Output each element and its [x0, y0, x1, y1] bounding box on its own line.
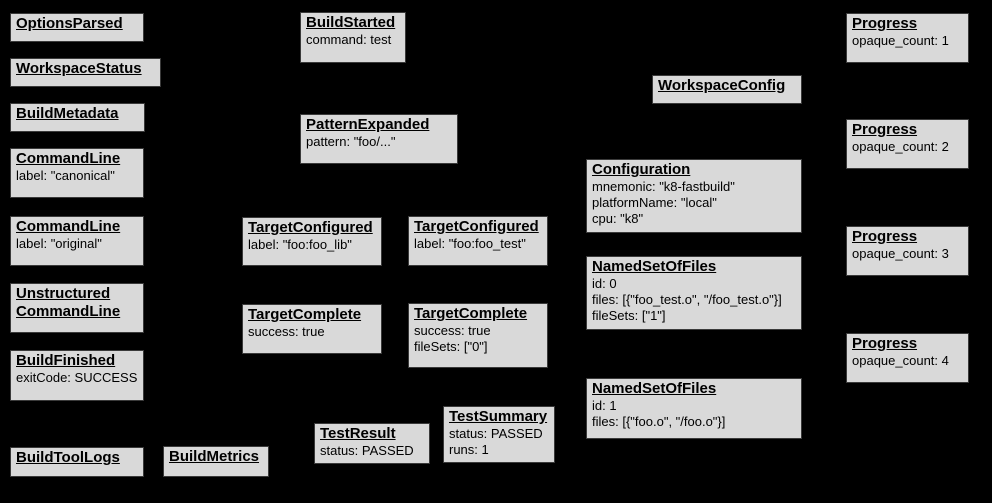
- event-title: Progress: [852, 335, 918, 352]
- event-title: TestResult: [320, 425, 396, 442]
- event-box-options-parsed: OptionsParsed: [10, 13, 144, 42]
- event-field: id: 1: [592, 398, 617, 413]
- event-title: NamedSetOfFiles: [592, 258, 717, 275]
- event-box-workspace-status: WorkspaceStatus: [10, 58, 161, 87]
- event-title: Progress: [852, 15, 918, 32]
- event-field: files: [{"foo_test.o", "/foo_test.o"}]: [592, 292, 782, 307]
- event-field: pattern: "foo/...": [306, 134, 396, 149]
- event-title: NamedSetOfFiles: [592, 380, 717, 397]
- event-field: platformName: "local": [592, 195, 717, 210]
- event-field: cpu: "k8": [592, 211, 644, 226]
- event-title: Progress: [852, 121, 918, 138]
- event-title: TargetComplete: [248, 306, 362, 323]
- event-title: CommandLine: [16, 303, 121, 320]
- event-field: status: PASSED: [449, 426, 543, 441]
- event-title: Progress: [852, 228, 918, 245]
- event-title: WorkspaceStatus: [16, 60, 142, 77]
- event-title: PatternExpanded: [306, 116, 430, 133]
- event-title: WorkspaceConfig: [658, 77, 786, 94]
- event-field: files: [{"foo.o", "/foo.o"}]: [592, 414, 726, 429]
- event-field: label: "canonical": [16, 168, 115, 183]
- event-box-build-metrics: BuildMetrics: [163, 446, 269, 477]
- event-title: BuildMetrics: [169, 448, 260, 465]
- event-title: BuildFinished: [16, 352, 116, 369]
- event-box-build-metadata: BuildMetadata: [10, 103, 145, 132]
- event-field: fileSets: ["0"]: [414, 339, 488, 354]
- event-box-build-tool-logs: BuildToolLogs: [10, 447, 144, 477]
- event-field: fileSets: ["1"]: [592, 308, 666, 323]
- event-title: TargetConfigured: [414, 218, 539, 235]
- event-title: Unstructured: [16, 285, 111, 302]
- event-title: Configuration: [592, 161, 691, 178]
- event-field: success: true: [414, 323, 491, 338]
- event-title: OptionsParsed: [16, 15, 123, 32]
- event-field: opaque_count: 2: [852, 139, 949, 154]
- event-title: BuildMetadata: [16, 105, 119, 122]
- event-title: TestSummary: [449, 408, 548, 425]
- event-title: BuildToolLogs: [16, 449, 120, 466]
- event-field: exitCode: SUCCESS: [16, 370, 138, 385]
- event-field: opaque_count: 4: [852, 353, 949, 368]
- event-field: label: "original": [16, 236, 102, 251]
- event-field: id: 0: [592, 276, 617, 291]
- event-title: CommandLine: [16, 150, 121, 167]
- event-field: mnemonic: "k8-fastbuild": [592, 179, 735, 194]
- event-field: runs: 1: [449, 442, 489, 457]
- event-title: CommandLine: [16, 218, 121, 235]
- event-field: opaque_count: 3: [852, 246, 949, 261]
- event-field: status: PASSED: [320, 443, 414, 458]
- event-field: success: true: [248, 324, 325, 339]
- event-field: label: "foo:foo_test": [414, 236, 526, 251]
- event-title: BuildStarted: [306, 14, 396, 31]
- event-field: command: test: [306, 32, 392, 47]
- event-box-workspace-config: WorkspaceConfig: [652, 75, 802, 104]
- event-field: opaque_count: 1: [852, 33, 949, 48]
- event-title: TargetConfigured: [248, 219, 373, 236]
- event-field: label: "foo:foo_lib": [248, 237, 352, 252]
- event-title: TargetComplete: [414, 305, 528, 322]
